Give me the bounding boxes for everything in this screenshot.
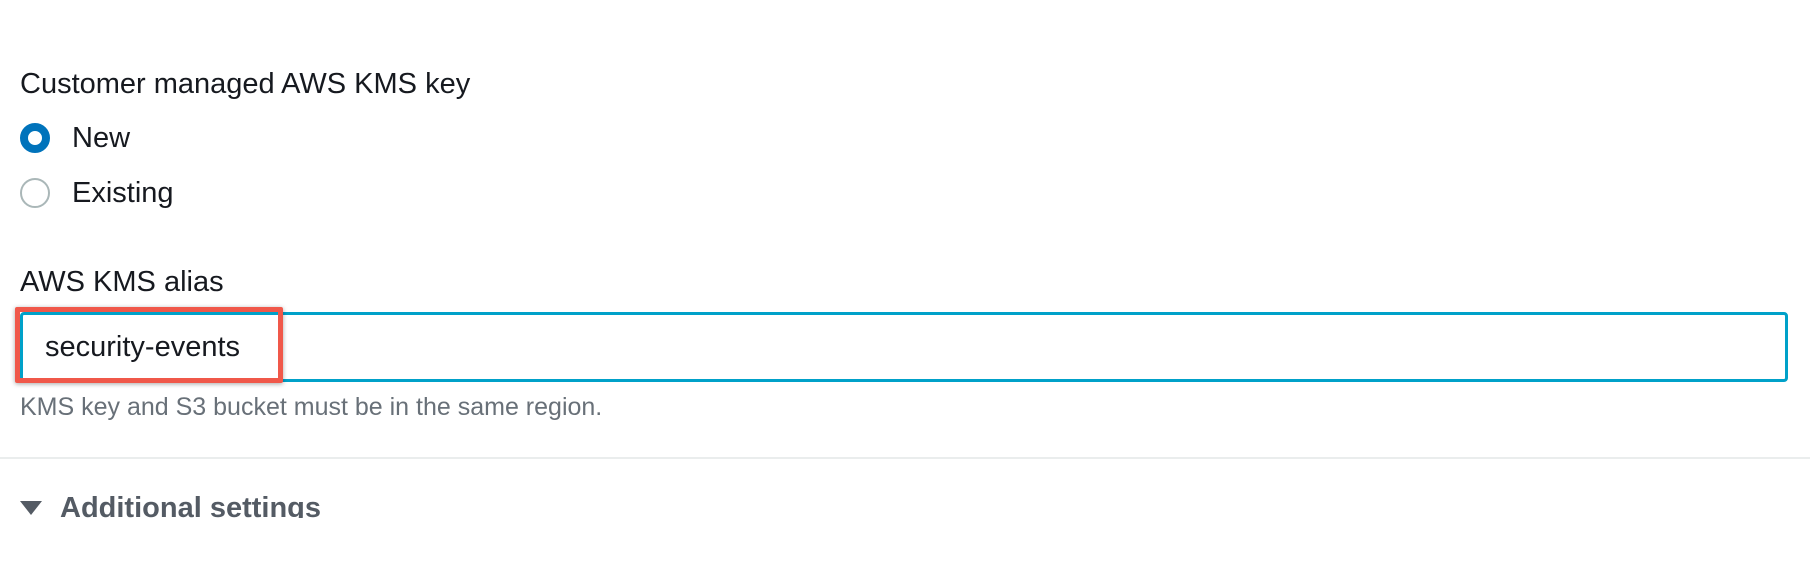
radio-option-existing-label: Existing — [72, 176, 174, 209]
radio-unchecked-icon[interactable] — [20, 178, 50, 208]
radio-checked-icon[interactable] — [20, 123, 50, 153]
section-divider — [0, 457, 1810, 459]
kms-alias-input[interactable] — [20, 312, 1788, 382]
screenshot-cutoff — [0, 518, 1810, 580]
kms-alias-hint: KMS key and S3 bucket must be in the sam… — [20, 393, 603, 421]
radio-option-new[interactable]: New — [20, 121, 130, 155]
kms-alias-label: AWS KMS alias — [20, 266, 224, 298]
radio-option-existing[interactable]: Existing — [20, 176, 174, 210]
radio-option-new-label: New — [72, 121, 131, 154]
kms-key-label: Customer managed AWS KMS key — [20, 68, 471, 100]
caret-down-icon — [20, 501, 42, 515]
